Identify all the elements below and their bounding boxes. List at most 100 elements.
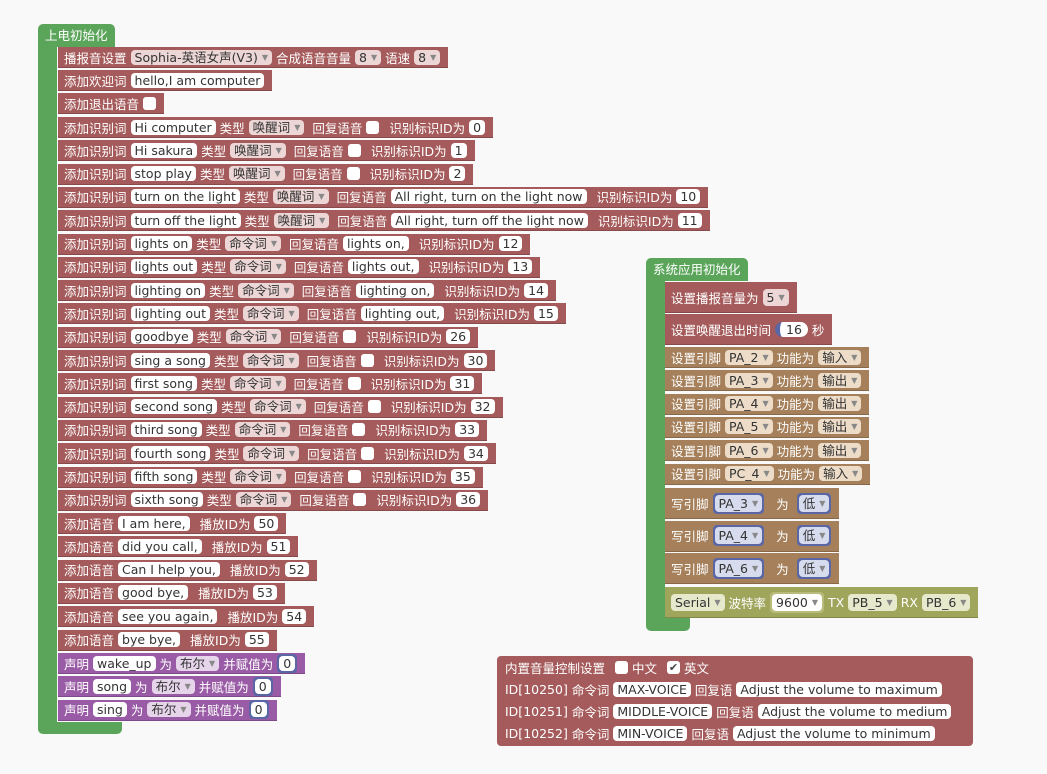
recognition-word-field[interactable]: lighting out (130, 305, 210, 321)
broadcast-setting-block[interactable]: 播报音设置 Sophia-英语女声(V3)▼ 合成语音音量 8▼ 语速 8▼ (58, 47, 449, 68)
pin-socket[interactable]: PA_4▼ (712, 525, 765, 546)
level-dropdown[interactable]: 低▼ (798, 527, 830, 544)
reply-voice-field[interactable]: All right, turn on the light now (390, 189, 587, 205)
serial-port-dropdown[interactable]: Serial▼ (671, 593, 725, 611)
exit-voice-block[interactable]: 添加退出语音 (58, 93, 165, 114)
command-word-field[interactable]: MAX-VOICE (613, 682, 691, 697)
level-dropdown[interactable]: 低▼ (798, 494, 830, 512)
recognition-word-field[interactable]: sixth song (130, 492, 203, 508)
recognition-word-field[interactable]: fifth song (130, 469, 198, 484)
value-socket[interactable]: 0 (277, 653, 298, 673)
word-type-dropdown[interactable]: 唤醒词▼ (248, 119, 305, 135)
exit-voice-text-field[interactable] (143, 96, 157, 110)
reply-voice-field[interactable]: lights on, (342, 236, 409, 251)
recognition-id-field[interactable]: 12 (498, 236, 523, 251)
recognition-word-field[interactable]: turn on the light (130, 189, 240, 205)
pin-dropdown[interactable]: PA_2▼ (725, 349, 773, 365)
write-pin-dropdown[interactable]: PA_6▼ (714, 559, 763, 577)
set-volume-dropdown[interactable]: 5▼ (762, 288, 789, 306)
pin-dropdown[interactable]: PA_3▼ (725, 372, 773, 388)
reply-voice-field[interactable] (347, 376, 361, 390)
reply-voice-field[interactable] (347, 143, 361, 157)
power-on-init-hat[interactable]: 上电初始化 (38, 24, 115, 47)
recognition-id-field[interactable]: 36 (456, 492, 481, 508)
reply-voice-field[interactable] (346, 167, 360, 181)
recognition-id-field[interactable]: 31 (450, 375, 475, 391)
word-type-dropdown[interactable]: 命令词▼ (230, 259, 286, 275)
value-socket[interactable]: 0 (248, 700, 269, 720)
pin-mode-dropdown[interactable]: 输入▼ (819, 466, 863, 481)
recognition-word-field[interactable]: lights on (130, 236, 193, 251)
word-type-dropdown[interactable]: 命令词▼ (243, 352, 299, 368)
recognition-word-field[interactable]: Hi computer (130, 119, 216, 135)
voice-text-field[interactable]: bye bye, (118, 632, 181, 647)
reply-text-field[interactable]: Adjust the volume to medium (757, 704, 952, 719)
word-type-dropdown[interactable]: 命令词▼ (234, 422, 291, 438)
recognition-id-field[interactable]: 32 (470, 399, 495, 415)
recognition-word-field[interactable]: sing a song (130, 352, 210, 368)
set-volume-block[interactable]: 设置播报音量为 5▼ (665, 282, 797, 313)
reply-text-field[interactable]: Adjust the volume to minimum (732, 726, 935, 741)
recognition-word-field[interactable]: turn off the light (130, 212, 241, 228)
baud-dropdown[interactable]: 9600▼ (772, 593, 823, 611)
pin-dropdown[interactable]: PA_5▼ (725, 419, 773, 435)
pin-socket[interactable]: PA_3▼ (712, 492, 765, 514)
reply-voice-field[interactable] (367, 400, 381, 414)
pin-dropdown[interactable]: PA_6▼ (725, 442, 773, 458)
recognition-id-field[interactable]: 26 (446, 329, 471, 345)
voice-text-field[interactable]: see you again, (118, 608, 218, 624)
word-type-dropdown[interactable]: 唤醒词▼ (272, 189, 329, 205)
word-type-dropdown[interactable]: 命令词▼ (225, 236, 281, 251)
reply-voice-field[interactable] (353, 493, 367, 507)
level-socket[interactable]: 低▼ (796, 492, 832, 514)
recognition-id-field[interactable]: 0 (469, 119, 486, 135)
voice-text-field[interactable]: Can I help you, (118, 562, 220, 578)
recognition-id-field[interactable]: 13 (508, 259, 533, 275)
word-type-dropdown[interactable]: 唤醒词▼ (230, 142, 286, 158)
variable-type-dropdown[interactable]: 布尔▼ (147, 702, 191, 718)
word-type-dropdown[interactable]: 命令词▼ (250, 399, 306, 415)
recognition-id-field[interactable]: 10 (676, 189, 701, 205)
reply-voice-field[interactable] (366, 120, 380, 134)
recognition-id-field[interactable]: 15 (533, 305, 558, 321)
reply-voice-field[interactable]: All right, turn off the light now (391, 212, 588, 228)
speed-dropdown[interactable]: 8▼ (414, 49, 441, 65)
word-type-dropdown[interactable]: 命令词▼ (225, 329, 282, 345)
pin-dropdown[interactable]: PC_4▼ (725, 466, 774, 481)
pin-socket[interactable]: PA_6▼ (712, 557, 765, 579)
recognition-id-field[interactable]: 2 (449, 166, 466, 182)
pin-mode-dropdown[interactable]: 输出▼ (818, 396, 862, 412)
variable-type-dropdown[interactable]: 布尔▼ (151, 678, 195, 694)
play-id-field[interactable]: 52 (284, 562, 309, 578)
write-pin-dropdown[interactable]: PA_3▼ (714, 494, 763, 512)
recognition-word-field[interactable]: goodbye (130, 329, 193, 345)
level-socket[interactable]: 低▼ (796, 525, 832, 546)
pin-mode-dropdown[interactable]: 输出▼ (818, 372, 862, 388)
play-id-field[interactable]: 50 (254, 515, 279, 531)
recognition-word-field[interactable]: lighting on (130, 282, 206, 298)
word-type-dropdown[interactable]: 命令词▼ (243, 305, 299, 321)
reply-voice-field[interactable] (352, 423, 366, 437)
variable-name-field[interactable]: sing (93, 702, 127, 718)
